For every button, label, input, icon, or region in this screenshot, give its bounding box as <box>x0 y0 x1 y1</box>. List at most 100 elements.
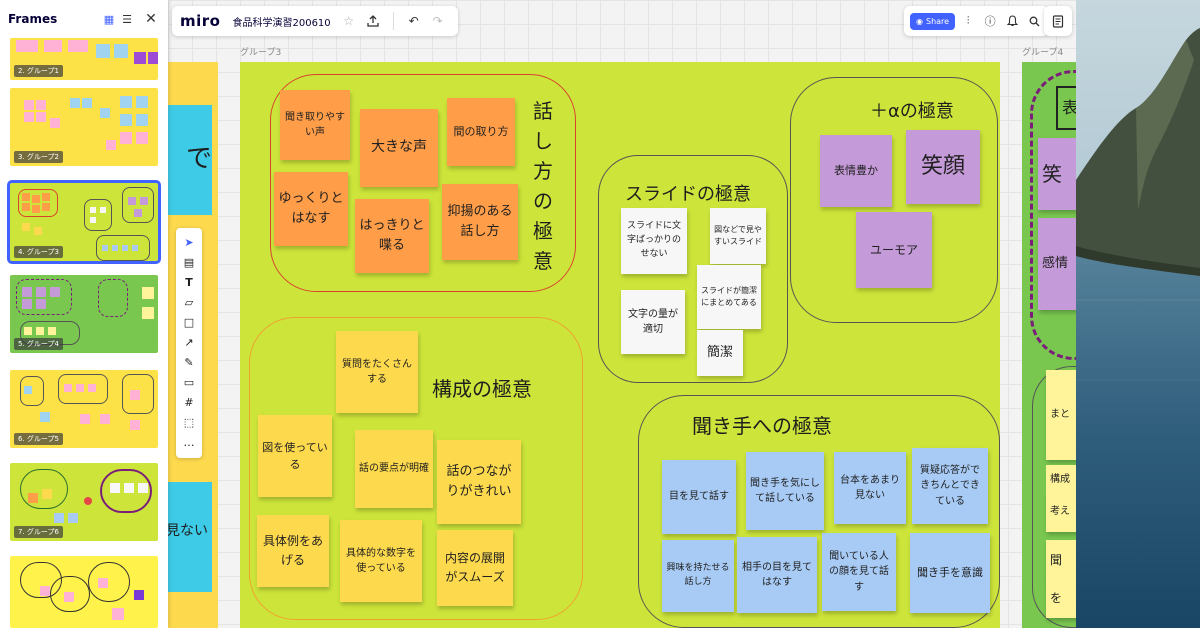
frame-thumbnail-1[interactable]: 2. グループ1 <box>10 38 158 80</box>
partial-text-1: で <box>186 144 213 174</box>
group-alpha-title: ＋αの極意 <box>870 101 954 122</box>
group-slides-title: スライドの極意 <box>625 184 751 205</box>
frames-panel-title: Frames <box>8 12 58 26</box>
sticky-structure-3[interactable]: 話の要点が明確 <box>355 430 433 508</box>
group-structure[interactable] <box>249 317 583 620</box>
bell-icon[interactable] <box>1003 11 1021 31</box>
top-toolbar: miro 食品科学演習200610 ☆ ↶ ↷ <box>172 6 458 36</box>
group-speaking-title: 話し方の極意 <box>533 99 553 273</box>
sticky-listener-4[interactable]: 質疑応答ができちんとできている <box>912 448 988 524</box>
partial-sticky-right-4[interactable]: 構成 <box>1046 465 1076 495</box>
upload-icon[interactable]: ⬚ <box>183 415 195 429</box>
frame-label-5: 6. グループ5 <box>14 433 63 445</box>
sticky-speaking-1[interactable]: 聞き取りやすい声 <box>280 90 350 160</box>
sticky-note-icon[interactable]: ▱ <box>184 295 194 309</box>
globe-icon: ◉ <box>916 16 923 26</box>
list-view-icon[interactable]: ☰ <box>122 12 132 26</box>
frame-thumbnail-7[interactable] <box>10 556 158 628</box>
frame-label-group4: グループ4 <box>1022 48 1064 58</box>
sticky-alpha-1[interactable]: 表情豊か <box>820 135 892 207</box>
sticky-listener-5[interactable]: 興味を持たせる話し方 <box>662 540 734 612</box>
star-icon[interactable]: ☆ <box>343 14 355 28</box>
sticky-listener-8[interactable]: 聞き手を意識 <box>910 533 990 613</box>
partial-text-2: 見ない <box>166 523 208 539</box>
frame-label-4: 5. グループ4 <box>14 338 63 350</box>
comment-icon[interactable]: ▭ <box>183 375 195 389</box>
partial-sticky-right-6[interactable]: 聞 <box>1046 540 1076 580</box>
sticky-structure-2[interactable]: 図を使っている <box>258 415 332 497</box>
frame-thumbnail-4[interactable]: 5. グループ4 <box>10 275 158 353</box>
sticky-structure-4[interactable]: 話のつながりがきれい <box>437 440 521 524</box>
sticky-alpha-2[interactable]: 笑顔 <box>906 130 980 204</box>
sticky-speaking-3[interactable]: 間の取り方 <box>447 98 515 166</box>
sticky-speaking-4[interactable]: ゆっくりとはなす <box>274 172 348 246</box>
pen-icon[interactable]: ✎ <box>184 355 194 369</box>
frames-panel: Frames ▦ ☰ ✕ 2. グループ1 3. グループ2 <box>0 0 168 628</box>
creation-toolbar: ➤ ▤ T ▱ □ ↗ ✎ ▭ # ⬚ … <box>176 228 202 458</box>
select-cursor-icon[interactable]: ➤ <box>184 235 194 249</box>
sticky-structure-7[interactable]: 内容の展開がスムーズ <box>437 530 513 606</box>
frame-thumbnail-5[interactable]: 6. グループ5 <box>10 370 158 448</box>
frame-tool-icon[interactable]: # <box>184 395 194 409</box>
partial-box-right[interactable]: 表 <box>1056 86 1076 130</box>
miro-logo[interactable]: miro <box>180 12 221 30</box>
sticky-listener-6[interactable]: 相手の目を見てはなす <box>737 537 817 613</box>
partial-sticky-right-5[interactable]: 考え <box>1046 492 1076 532</box>
group-structure-title: 構成の極意 <box>432 377 532 401</box>
grid-view-icon[interactable]: ▦ <box>103 12 115 26</box>
close-icon[interactable]: ✕ <box>145 11 157 27</box>
sticky-slides-5[interactable]: 簡潔 <box>697 330 743 376</box>
island-landscape-image <box>1076 0 1200 628</box>
board-canvas[interactable]: で 見ない グループ3 話し方の極意 聞き取りやすい声 大きな声 間の取り方 ゆ… <box>0 0 1076 628</box>
search-icon[interactable] <box>1025 11 1043 31</box>
sticky-structure-5[interactable]: 具体例をあげる <box>257 515 329 587</box>
sticky-structure-6[interactable]: 具体的な数字を使っている <box>340 520 422 602</box>
group-listener-title: 聞き手への極意 <box>692 414 832 438</box>
connector-icon[interactable]: ↗ <box>184 335 194 349</box>
share-button[interactable]: ◉ Share <box>910 12 956 30</box>
sticky-slides-3[interactable]: スライドが簡潔にまとめてある <box>697 265 761 329</box>
sticky-listener-2[interactable]: 聞き手を気にして話している <box>746 452 824 530</box>
help-icon[interactable]: ⓘ <box>984 15 996 28</box>
toolbar-divider <box>392 12 394 30</box>
sticky-slides-1[interactable]: スライドに文字ばっかりのせない <box>621 208 687 274</box>
frame-label-2: 3. グループ2 <box>14 151 63 163</box>
group-alpha[interactable] <box>790 77 998 323</box>
frame-thumbnail-3[interactable]: 4. グループ3 <box>7 180 161 264</box>
partial-sticky-right-1[interactable]: 笑 <box>1038 138 1076 210</box>
shape-tool-icon[interactable]: □ <box>183 315 195 329</box>
partial-sticky-right-7[interactable]: を <box>1046 578 1076 618</box>
frame-label-1: 2. グループ1 <box>14 65 63 77</box>
partial-sticky-right-3[interactable]: まと <box>1046 370 1076 460</box>
board-name[interactable]: 食品科学演習200610 <box>232 17 331 29</box>
text-tool-icon[interactable]: T <box>185 275 193 289</box>
collab-toolbar: ◉ Share ⫶ ⓘ <box>904 6 1050 36</box>
export-icon[interactable] <box>361 9 385 33</box>
notes-button[interactable] <box>1044 6 1072 36</box>
redo-icon[interactable]: ↷ <box>432 14 443 28</box>
sticky-listener-7[interactable]: 聞いている人の顔を見て話す <box>822 533 896 611</box>
sticky-speaking-6[interactable]: 抑揚のある話し方 <box>442 184 518 260</box>
templates-icon[interactable]: ▤ <box>183 255 195 269</box>
frame-label-group3: グループ3 <box>240 48 282 58</box>
settings-sliders-icon[interactable]: ⫶ <box>966 14 970 27</box>
more-icon[interactable]: … <box>183 435 195 449</box>
group-speaking[interactable] <box>270 74 576 292</box>
partial-sticky-right-2[interactable]: 感情 <box>1038 218 1076 310</box>
sticky-speaking-2[interactable]: 大きな声 <box>360 109 438 187</box>
sticky-speaking-5[interactable]: はっきりと喋る <box>355 199 429 273</box>
sticky-slides-4[interactable]: 文字の量が適切 <box>621 290 685 354</box>
sticky-alpha-3[interactable]: ユーモア <box>856 212 932 288</box>
frame-label-3: 4. グループ3 <box>14 246 63 258</box>
sticky-listener-1[interactable]: 目を見て話す <box>662 460 736 534</box>
desktop-wallpaper <box>1076 0 1200 628</box>
group-slides[interactable] <box>598 155 788 383</box>
share-button-label: Share <box>925 16 950 26</box>
sticky-listener-3[interactable]: 台本をあまり見ない <box>834 452 906 524</box>
sticky-slides-2[interactable]: 図などで見やすいスライド <box>710 208 766 264</box>
frame-thumbnail-6[interactable]: 7. グループ6 <box>10 463 158 541</box>
frames-panel-header: Frames ▦ ☰ ✕ <box>0 0 168 38</box>
sticky-structure-1[interactable]: 質問をたくさんする <box>336 331 418 413</box>
frame-thumbnail-2[interactable]: 3. グループ2 <box>10 88 158 166</box>
undo-icon[interactable]: ↶ <box>408 14 419 28</box>
